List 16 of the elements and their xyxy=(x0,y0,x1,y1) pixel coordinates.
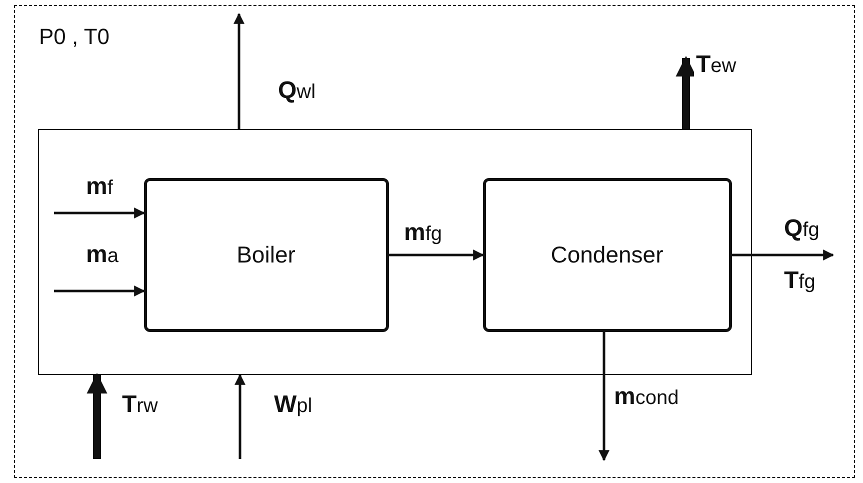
edge-label: Qfg xyxy=(782,216,822,242)
arrow xyxy=(598,332,610,462)
arrow xyxy=(732,250,834,260)
system-box xyxy=(38,129,752,375)
condition-label: P0 , T0 xyxy=(39,24,110,50)
arrow xyxy=(54,286,146,296)
process-box xyxy=(144,178,388,332)
arrow xyxy=(389,250,484,260)
arrow xyxy=(676,56,696,129)
process-box xyxy=(482,178,732,332)
box-label: Condenser xyxy=(550,241,664,268)
arrow xyxy=(234,374,246,459)
arrow xyxy=(234,12,244,129)
arrow xyxy=(86,372,108,459)
box-label: Boiler xyxy=(236,241,296,268)
arrow xyxy=(54,208,146,218)
